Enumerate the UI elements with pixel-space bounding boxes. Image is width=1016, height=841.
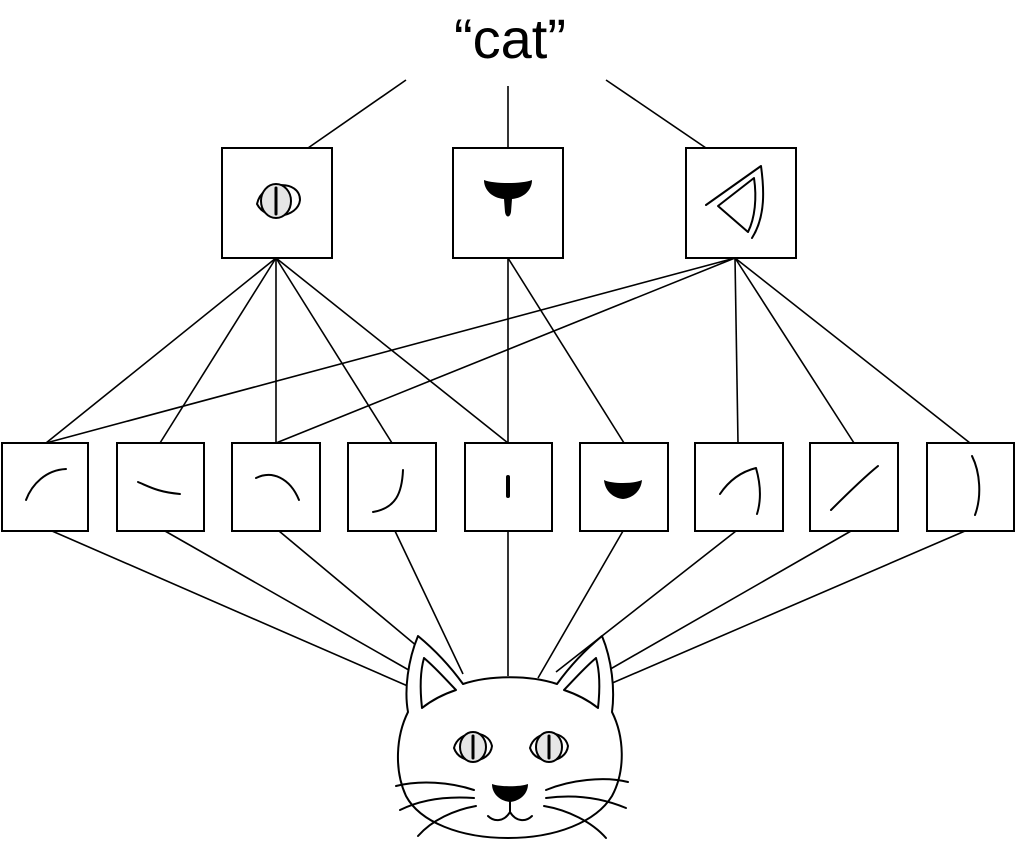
- low-level-feature-3: [231, 442, 321, 532]
- high-level-feature-ear: [685, 147, 797, 259]
- nose-blob-icon: [604, 480, 642, 499]
- arch-curve-icon: [255, 473, 300, 501]
- low-level-feature-1: [1, 442, 89, 532]
- low-level-feature-4: [347, 442, 437, 532]
- high-level-feature-eye: [221, 147, 333, 259]
- output-label: “cat”: [454, 7, 566, 70]
- wavy-line-icon: [137, 481, 181, 495]
- low-level-feature-8: [809, 442, 899, 532]
- low-level-feature-5: [464, 442, 553, 532]
- low-level-feature-7: [694, 442, 784, 532]
- cat-nose-icon: [484, 180, 532, 217]
- diagonal-line-icon: [830, 465, 879, 511]
- edges-low-to-input: [51, 530, 966, 688]
- edges-high-to-low: [45, 257, 971, 444]
- hook-curve-icon: [372, 469, 404, 513]
- ear-outline-icon: [719, 467, 761, 515]
- cat-ear-icon: [705, 165, 765, 239]
- low-level-feature-6: [579, 442, 669, 532]
- cat-face-icon: [395, 635, 629, 839]
- input-cat-face: [395, 635, 629, 839]
- curve-arc-icon: [25, 468, 67, 501]
- edges-label-to-high: [307, 79, 707, 149]
- bent-vertical-line-icon: [971, 455, 981, 516]
- low-level-feature-2: [116, 442, 205, 532]
- high-level-feature-nose: [452, 147, 564, 259]
- cat-eye-icon: [256, 183, 301, 219]
- low-level-feature-9: [926, 442, 1015, 532]
